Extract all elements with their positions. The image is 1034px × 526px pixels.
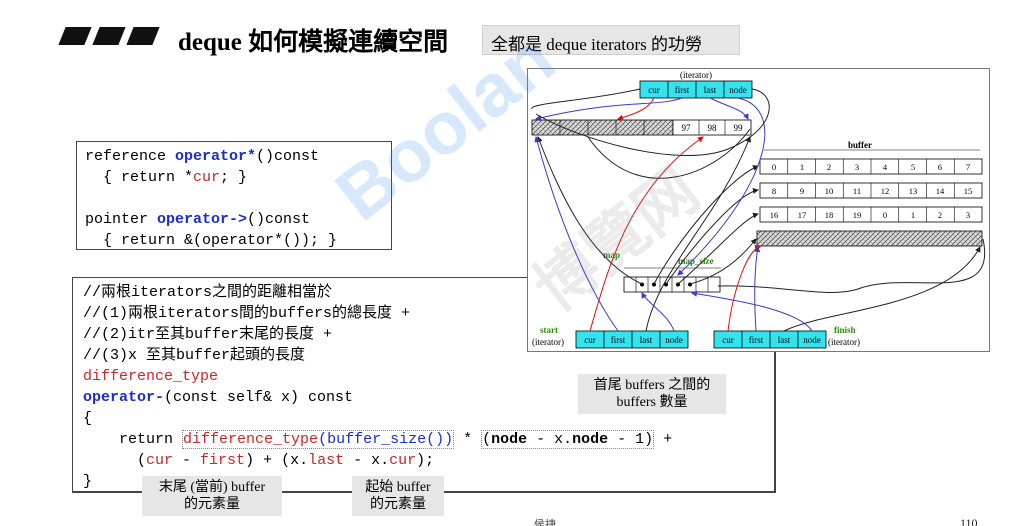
buf-cell: 8 [772,186,776,196]
finish-sub: (iterator) [828,337,860,347]
buf-cell: 4 [883,162,888,172]
buf-cell: 3 [855,162,859,172]
buf-cell: 2 [827,162,831,172]
map-label: map [603,250,620,260]
title-decoration [58,27,160,45]
top-last-arrow [709,97,749,120]
finish-iterator: cur first last node [713,330,827,349]
top-iter-node: node [729,85,747,95]
finish-iter-first: first [749,335,764,345]
start-iterator: cur first last node [575,330,689,349]
start-cur-arrow [589,136,704,332]
head-buffer-note: 起始 buffer 的元素量 [352,476,444,516]
buf-cell: 7 [966,162,970,172]
finish-iter-node: node [803,335,821,345]
buffer-row-3: 16 17 18 19 0 1 2 3 [759,206,983,223]
finish-node-arrow [691,290,813,332]
subtitle-badge: 全都是 deque iterators 的功勞 [482,25,740,55]
start-sub: (iterator) [532,337,564,347]
buffer-row-1: 0 1 2 3 4 5 6 7 [759,158,983,175]
buf-cell: 9 [800,186,804,196]
buf-cell: 18 [825,210,834,220]
buf-cell: 1 [800,162,804,172]
buf-cell: 6 [938,162,942,172]
finish-iter-cur: cur [722,335,734,345]
buf-cell: 1 [911,210,915,220]
tail-buffer-hatched [756,230,983,247]
head-buffer: 97 98 99 [531,119,752,136]
start-iter-cur: cur [584,335,596,345]
start-last-arrow [645,136,751,332]
top-iter-first: first [675,85,690,95]
finish-last-arrow [783,246,981,332]
buf-cell: 12 [881,186,890,196]
start-first-arrow [534,136,619,332]
page-number: 110 [960,516,978,526]
finish-first-arrow [754,246,761,332]
top-node-arrow [677,97,766,276]
buf-cell: 19 [853,210,862,220]
head-val-98: 98 [708,123,718,133]
buf-cell: 14 [936,186,945,196]
head-val-97: 97 [682,123,692,133]
buf-cell: 10 [825,186,834,196]
buffers-count-note: 首尾 buffers 之間的 buffers 數量 [578,374,726,414]
start-label: start [540,325,558,335]
buf-cell: 5 [911,162,915,172]
top-cur-arrow [617,97,655,121]
start-iter-node: node [665,335,683,345]
top-iterator: cur first last node [639,80,753,99]
buf-cell: 13 [909,186,918,196]
finish-iter-last: last [778,335,791,345]
map-size-label: map_size [678,256,714,266]
operator-code-box: reference operator*()const { return *cur… [76,141,392,250]
deque-diagram-svg: (iterator) cur first last node 97 98 99 [531,70,986,349]
start-iter-first: first [611,335,626,345]
iterator-outline [531,88,641,110]
page-title: deque 如何模擬連續空間 [178,29,449,56]
footer-author: 侯捷 [534,519,556,526]
top-first-arrow [535,97,683,121]
buf-cell: 0 [883,210,887,220]
deque-structure-diagram: (iterator) cur first last node 97 98 99 [527,68,990,352]
buf-cell: 16 [770,210,779,220]
buffer-label: buffer [848,140,872,150]
tail-buffer-note: 末尾 (當前) buffer 的元素量 [142,476,282,516]
buf-cell: 11 [853,186,861,196]
top-iter-cur: cur [648,85,660,95]
start-node-arrow [641,292,675,332]
start-iter-last: last [640,335,653,345]
buf-cell: 15 [964,186,973,196]
top-iterator-label: (iterator) [680,70,712,80]
buf-cell: 0 [772,162,776,172]
difference-code-box: //兩根iterators之間的距離相當於 //(1)兩根iterators間的… [72,277,776,493]
top-iter-last: last [704,85,717,95]
head-val-99: 99 [734,123,744,133]
buffer-row-2: 8 9 10 11 12 13 14 15 [759,182,983,199]
buf-cell: 3 [966,210,970,220]
map-array [623,276,721,293]
finish-label: finish [834,325,856,335]
buf-cell: 2 [938,210,942,220]
buf-cell: 17 [798,210,807,220]
